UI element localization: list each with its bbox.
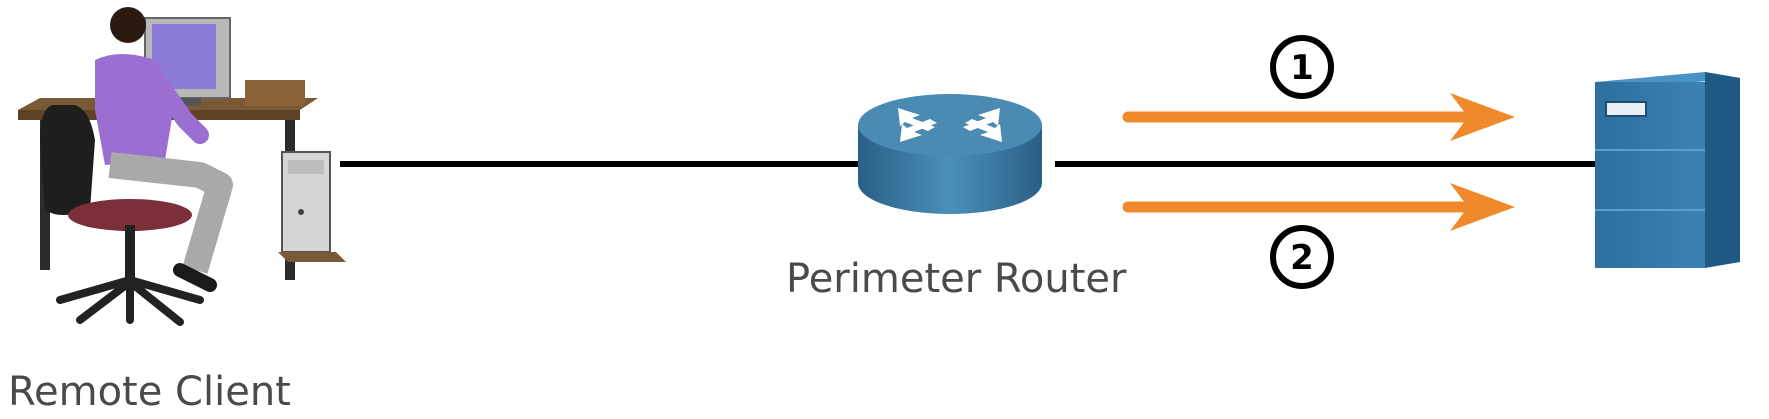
step-1-number: 1 bbox=[1290, 48, 1314, 88]
step-2-arrow bbox=[1122, 183, 1515, 231]
step-2-badge: 2 bbox=[1270, 225, 1334, 289]
server-icon bbox=[1595, 72, 1740, 268]
router-icon bbox=[858, 94, 1042, 214]
remote-client-workstation-icon bbox=[18, 7, 346, 326]
step-2-number: 2 bbox=[1290, 238, 1314, 278]
remote-client-label: Remote Client bbox=[8, 369, 291, 415]
step-1-badge: 1 bbox=[1270, 35, 1334, 99]
perimeter-router-label: Perimeter Router bbox=[786, 256, 1127, 302]
step-1-arrow bbox=[1122, 93, 1515, 141]
